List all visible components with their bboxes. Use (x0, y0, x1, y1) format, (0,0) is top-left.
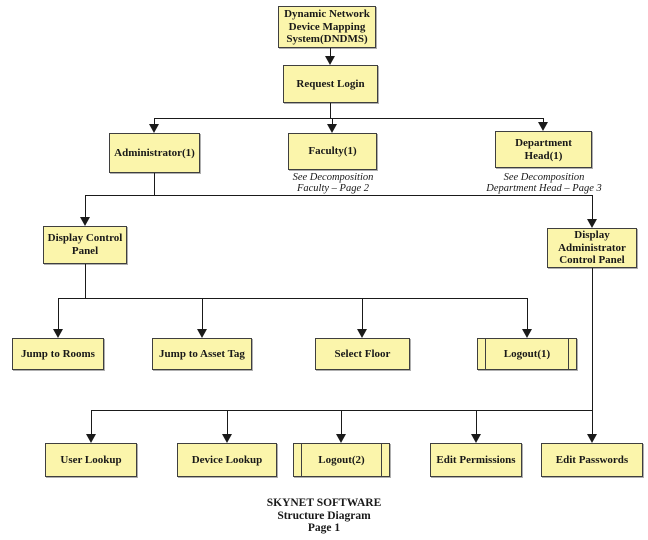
node-edit-passwords: Edit Passwords (541, 443, 643, 477)
connector-line (592, 410, 593, 435)
node-administrator: Administrator(1) (109, 133, 200, 173)
node-logout-2-label: Logout(2) (318, 453, 365, 466)
arrowhead-down (522, 329, 532, 338)
connector-line (227, 410, 228, 435)
connector-line (91, 410, 92, 435)
node-display-control-panel: Display Control Panel (43, 226, 127, 264)
arrowhead-down (327, 124, 337, 133)
arrowhead-down (587, 434, 597, 443)
arrowhead-down (471, 434, 481, 443)
connector-line (85, 195, 86, 218)
connector-line (592, 195, 593, 220)
arrowhead-down (149, 124, 159, 133)
faculty-decomposition-note: See Decomposition Faculty – Page 2 (292, 172, 374, 195)
node-faculty: Faculty(1) (288, 133, 377, 170)
node-logout-1: Logout(1) (477, 338, 577, 370)
node-device-lookup: Device Lookup (177, 443, 277, 477)
node-select-floor: Select Floor (315, 338, 410, 370)
connector-line (85, 195, 593, 196)
node-department-head: Department Head(1) (495, 131, 592, 168)
connector-line (58, 298, 528, 299)
connector-line (362, 298, 363, 330)
arrowhead-down (80, 217, 90, 226)
module-bar-left (301, 444, 302, 476)
connector-line (202, 298, 203, 330)
arrowhead-down (197, 329, 207, 338)
connector-line (527, 298, 528, 330)
connector-line (58, 298, 59, 330)
module-bar-left (485, 339, 486, 369)
node-logout-2: Logout(2) (293, 443, 390, 477)
connector-line (154, 118, 155, 125)
connector-line (476, 410, 477, 435)
connector-line (341, 410, 342, 435)
node-edit-permissions: Edit Permissions (430, 443, 522, 477)
arrowhead-down (222, 434, 232, 443)
node-user-lookup: User Lookup (45, 443, 137, 477)
arrowhead-down (357, 329, 367, 338)
connector-line (330, 103, 331, 118)
arrowhead-down (587, 219, 597, 228)
arrowhead-down (538, 122, 548, 131)
connector-line (154, 173, 155, 195)
arrowhead-down (86, 434, 96, 443)
module-bar-right (381, 444, 382, 476)
diagram-caption: SKYNET SOFTWARE Structure Diagram Page 1 (266, 497, 382, 535)
connector-line (85, 264, 86, 298)
connector-line (543, 118, 544, 123)
connector-line (154, 118, 544, 119)
module-bar-right (568, 339, 569, 369)
node-jump-to-asset-tag: Jump to Asset Tag (152, 338, 252, 370)
connector-line (330, 48, 331, 57)
node-request-login: Request Login (283, 65, 378, 103)
node-display-administrator-control-panel: Display Administrator Control Panel (547, 228, 637, 268)
connector-line (332, 118, 333, 125)
node-logout-1-label: Logout(1) (503, 347, 551, 360)
node-dndms: Dynamic Network Device Mapping System(DN… (278, 6, 376, 48)
arrowhead-down (336, 434, 346, 443)
connector-line (592, 268, 593, 410)
arrowhead-down (53, 329, 63, 338)
arrowhead-down (325, 56, 335, 65)
connector-line (91, 410, 593, 411)
node-jump-to-rooms: Jump to Rooms (12, 338, 104, 370)
department-head-decomposition-note: See Decomposition Department Head – Page… (486, 172, 602, 195)
